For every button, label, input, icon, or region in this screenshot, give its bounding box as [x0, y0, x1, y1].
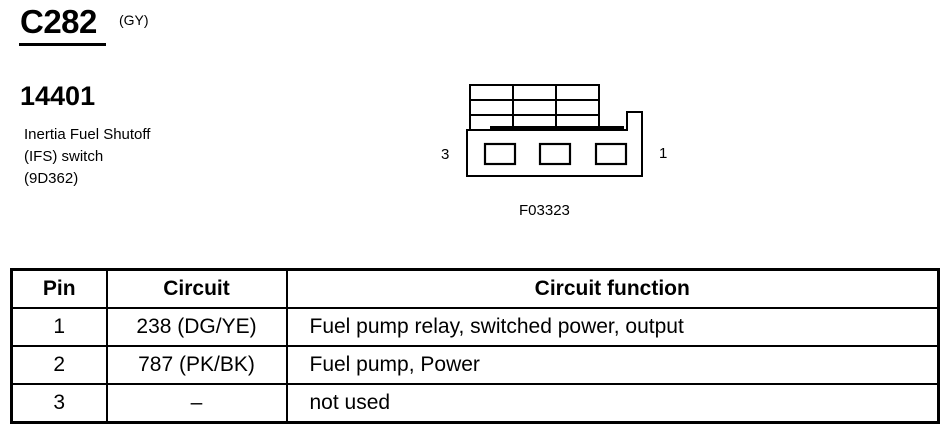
cell-circuit: 787 (PK/BK): [105, 345, 288, 385]
component-description-line: Inertia Fuel Shutoff: [24, 126, 151, 143]
header-circuit-function: Circuit function: [285, 268, 940, 309]
table-row: 3 – not used: [10, 383, 940, 424]
cell-circuit-function: Fuel pump relay, switched power, output: [285, 307, 940, 347]
cell-circuit: –: [105, 383, 288, 424]
pin-table: Pin Circuit Circuit function 1 238 (DG/Y…: [10, 268, 940, 424]
pin-label-right: 1: [659, 145, 668, 162]
connector-latch: [469, 84, 600, 131]
component-description-line: (9D362): [24, 170, 79, 187]
connector-face-diagram: [466, 84, 643, 177]
cell-circuit: 238 (DG/YE): [105, 307, 288, 347]
component-part-number: 14401: [20, 81, 96, 111]
connector-id: C282: [20, 3, 97, 40]
cell-pin: 1: [10, 307, 108, 347]
cell-pin: 2: [10, 345, 108, 385]
component-description: Inertia Fuel Shutoff (IFS) switch (9D362…: [24, 124, 150, 190]
connector-color-code: (GY): [119, 12, 149, 28]
cell-circuit-function: Fuel pump, Power: [285, 345, 940, 385]
table-row: 1 238 (DG/YE) Fuel pump relay, switched …: [10, 307, 940, 347]
pin-cavity-1: [594, 142, 628, 166]
connector-body-outline: [466, 111, 643, 177]
figure-code: F03323: [519, 202, 570, 219]
pin-label-left: 3: [441, 146, 450, 163]
connector-id-underline: [19, 43, 106, 46]
pin-cavity-2: [538, 142, 572, 166]
cell-circuit-function: not used: [285, 383, 940, 424]
header-circuit: Circuit: [105, 268, 288, 309]
pin-cavity-3: [483, 142, 517, 166]
pin-table-header-row: Pin Circuit Circuit function: [10, 268, 940, 309]
connector-separator-bar: [490, 126, 624, 130]
table-row: 2 787 (PK/BK) Fuel pump, Power: [10, 345, 940, 385]
component-description-line: (IFS) switch: [24, 148, 104, 165]
cell-pin: 3: [10, 383, 108, 424]
header-pin: Pin: [10, 268, 108, 309]
